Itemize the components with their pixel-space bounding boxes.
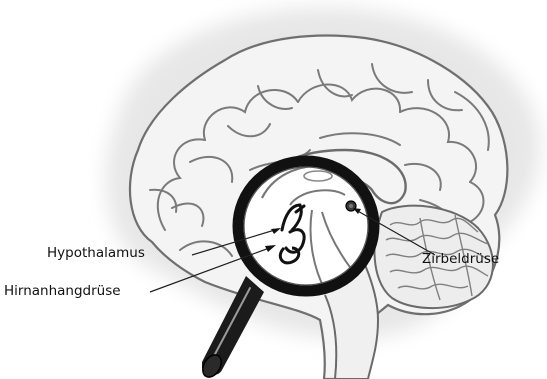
label-hypothalamus: Hypothalamus [47,247,145,261]
label-zirbeldruese: Zirbeldrüse [422,253,499,267]
label-hirnanhangdruese: Hirnanhangdrüse [4,285,121,299]
magnifying-glass-icon [238,161,374,291]
